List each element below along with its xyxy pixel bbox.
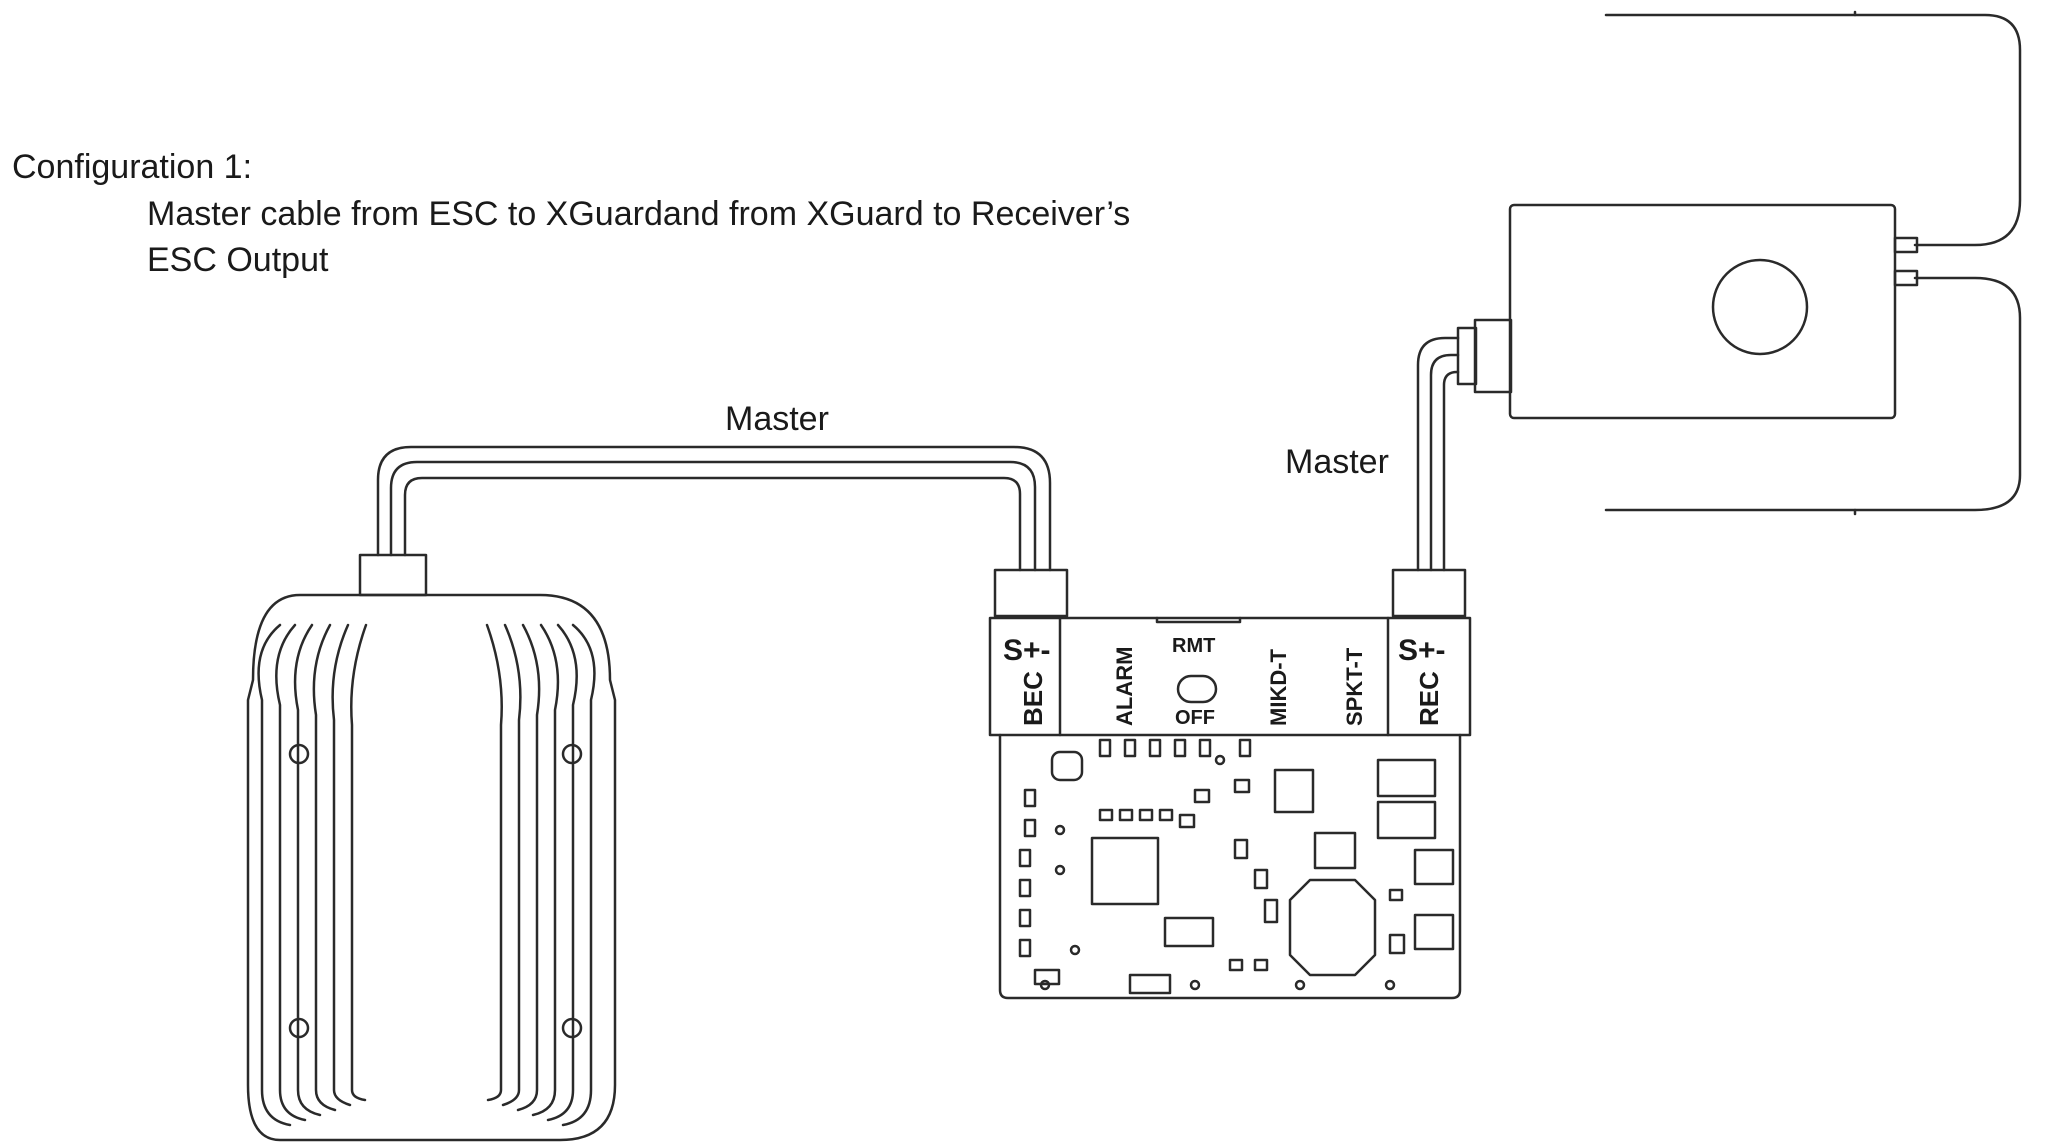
xguard-board (988, 568, 1472, 1000)
bec-pins-label: S+- (1003, 634, 1051, 667)
configuration-description-line2: ESC Output (147, 241, 329, 279)
rec-pins-label: S+- (1398, 634, 1446, 667)
bec-plug (993, 568, 1069, 618)
receiver-box (1456, 203, 1919, 420)
rec-port-label: REC (1414, 671, 1444, 726)
spkt-port-label: SPKT-T (1342, 647, 1367, 726)
xguard-labels: S+- BEC ALARM RMT OFF MIKD-T SPKT-T S+- … (1003, 634, 1446, 729)
xguard-to-receiver-cable (1416, 336, 1460, 572)
configuration-title: Configuration 1: (12, 148, 253, 186)
receiver-cable-label: Master (1285, 443, 1389, 481)
rmt-label: RMT (1172, 635, 1215, 657)
esc-cable-label: Master (725, 400, 829, 438)
bec-port-label: BEC (1018, 671, 1048, 726)
alarm-port-label: ALARM (1112, 647, 1137, 726)
esc-unit (246, 553, 617, 1142)
receiver-antennas (1604, 10, 2022, 516)
receiver-esc-output-port (1473, 318, 1513, 394)
configuration-description-line1: Master cable from ESC to XGuardand from … (147, 195, 1131, 233)
rmt-off-switch (1176, 674, 1218, 704)
esc-to-xguard-cable (376, 445, 1052, 572)
off-label: OFF (1175, 707, 1215, 729)
mikd-port-label: MIKD-T (1266, 648, 1291, 726)
rec-plug (1391, 568, 1467, 618)
esc-connector (358, 553, 428, 597)
